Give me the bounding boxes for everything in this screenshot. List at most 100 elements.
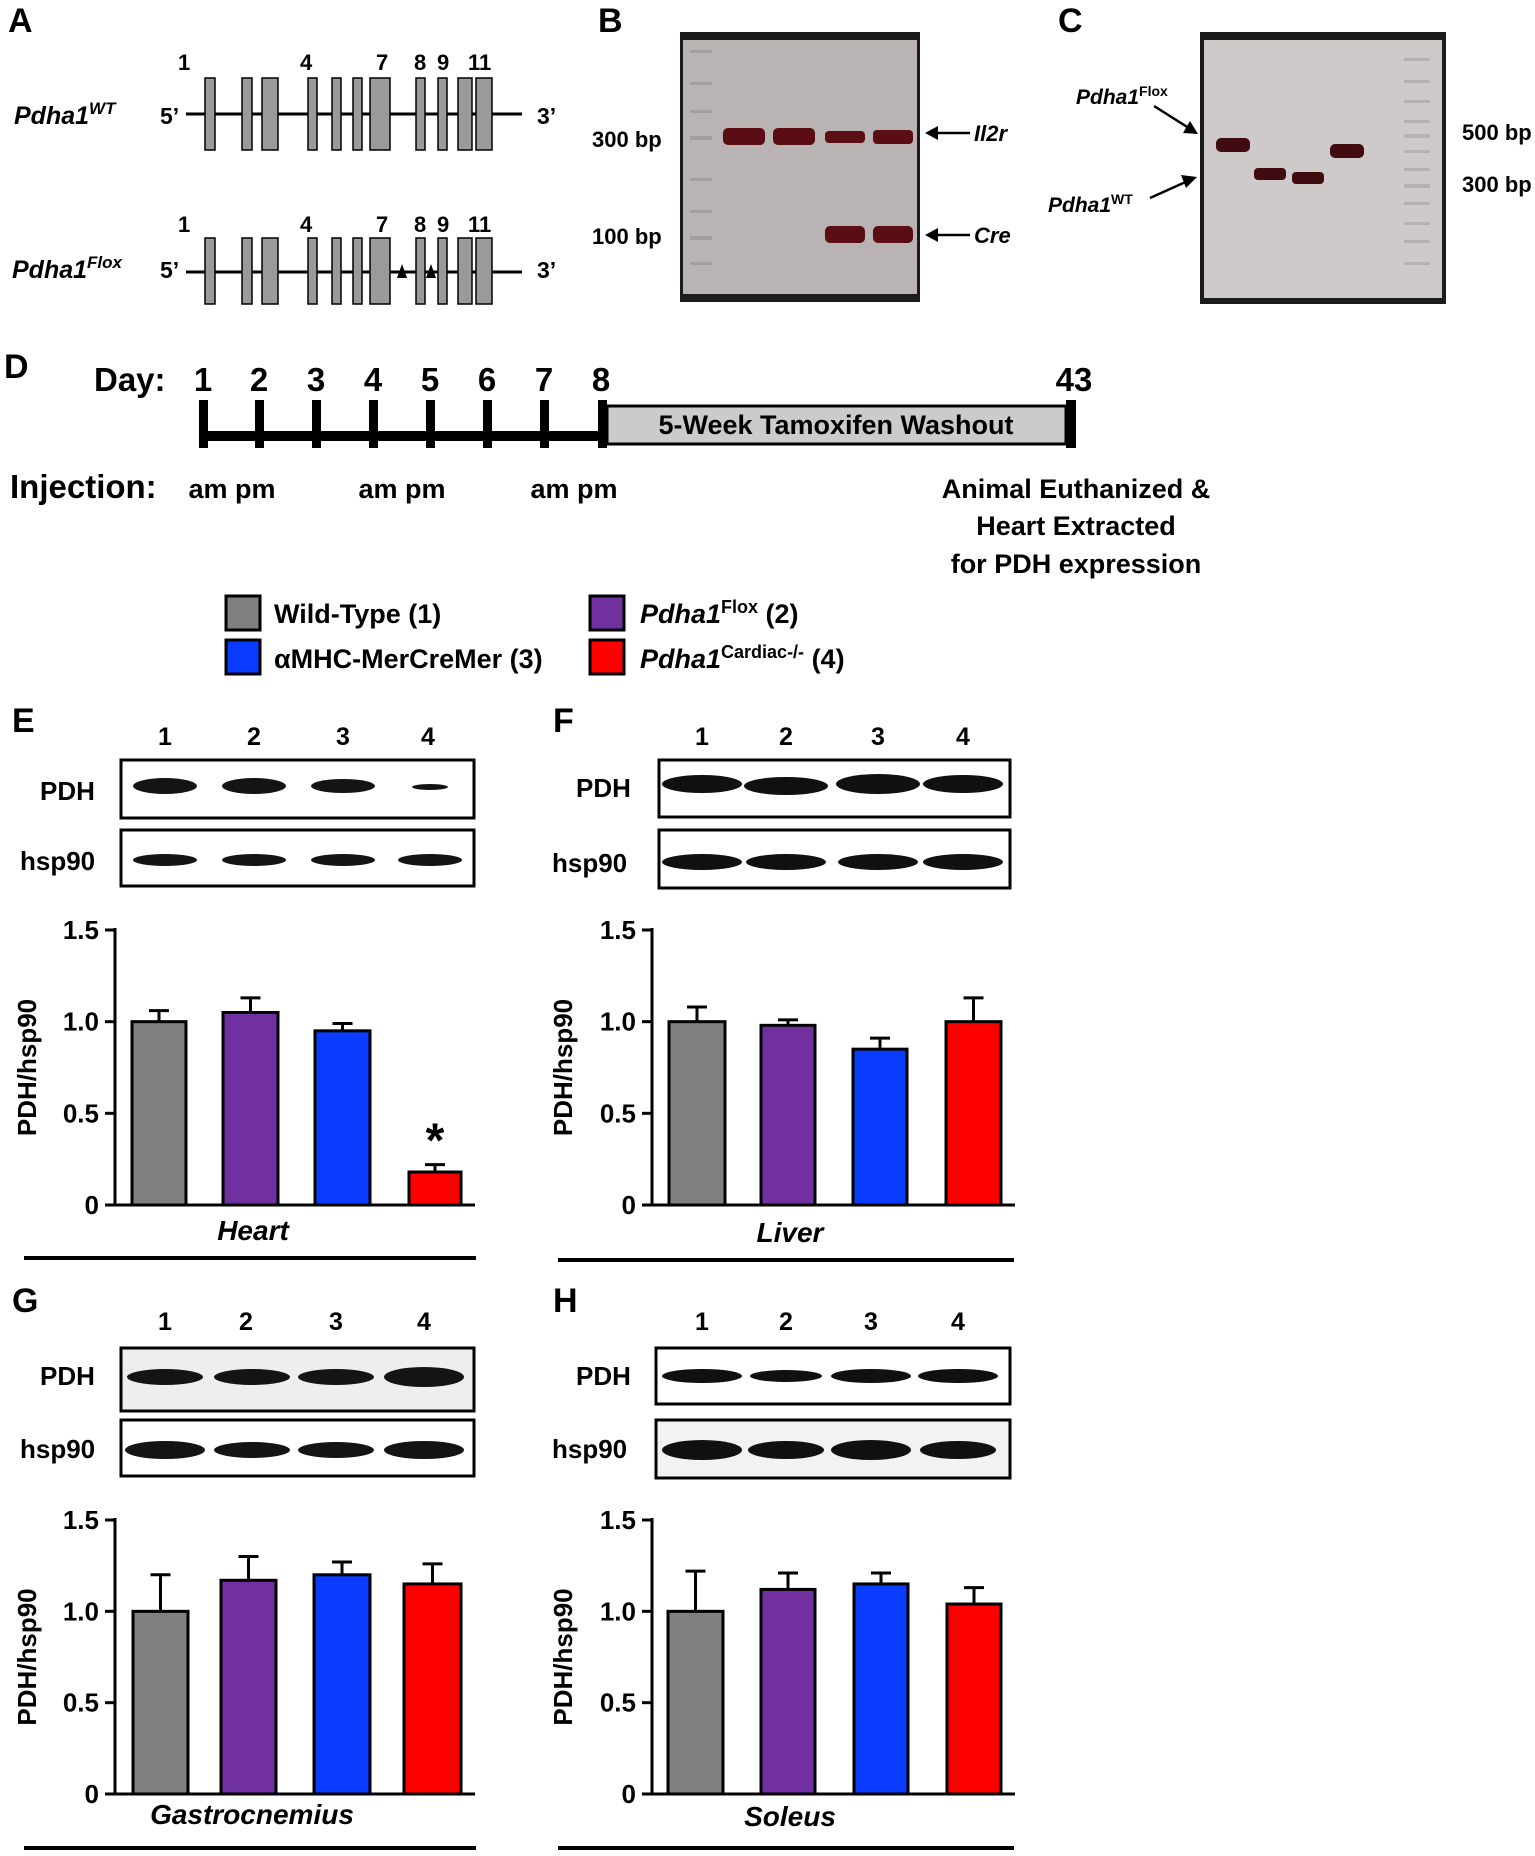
lane-number: 4 [417, 1308, 431, 1336]
exon-number: 7 [376, 212, 388, 237]
panel-f-western-blot: 1 2 3 4 PDH hsp90 [552, 723, 1012, 890]
legend-swatch [224, 594, 262, 632]
y-tick-label: 1.5 [600, 915, 636, 945]
lane-number: 3 [864, 1308, 878, 1336]
bar-2 [759, 1587, 817, 1796]
gel-bands [723, 128, 913, 243]
tissue-label: Heart [217, 1215, 290, 1246]
day-number: 1 [194, 361, 212, 398]
day-number: 4 [364, 361, 383, 398]
exon-number: 4 [300, 50, 313, 75]
lane-number: 3 [336, 723, 350, 751]
panel-letter-g: G [12, 1282, 38, 1320]
size-marker-100bp: 100 bp [592, 224, 662, 249]
y-tick-label: 1.0 [63, 1007, 99, 1037]
blot-bands [125, 1367, 464, 1459]
exon [204, 237, 216, 305]
day-number: 7 [535, 361, 553, 398]
exon-number: 1 [178, 50, 190, 75]
arrow-icon [1153, 104, 1193, 132]
timeline-bar [199, 431, 607, 441]
bar-2 [759, 1023, 817, 1207]
day-number: 43 [1056, 361, 1093, 398]
il2r-label: Il2r [974, 121, 1008, 146]
il2r-band [723, 128, 765, 145]
y-tick-label: 0 [622, 1779, 636, 1809]
size-marker-300bp: 300 bp [1462, 172, 1532, 197]
pdh-blot-label: PDH [40, 776, 95, 806]
lane-number: 4 [951, 1308, 965, 1336]
panel-letter-e: E [12, 702, 35, 740]
bar-3 [852, 1582, 910, 1796]
exon [204, 77, 216, 151]
injection-times: am pm [530, 474, 617, 504]
blot-bands [662, 774, 1003, 870]
exon [457, 237, 473, 305]
panel-letter-b: B [598, 2, 623, 40]
hsp90-blot-label: hsp90 [20, 846, 95, 876]
size-marker-300bp: 300 bp [592, 127, 662, 152]
lane-number: 3 [871, 723, 885, 751]
exon [241, 237, 253, 305]
day-number: 8 [592, 361, 610, 398]
exon-number: 11 [468, 50, 491, 75]
panel-letter-d: D [4, 348, 29, 386]
wt-allele-label: Pdha1WT [14, 99, 117, 130]
bar-4 [402, 1582, 463, 1796]
exon-number: 11 [468, 212, 491, 237]
legend: Wild-Type (1) Pdha1Flox (2) αMHC-MerCreM… [224, 594, 845, 676]
tissue-label: Liver [757, 1217, 826, 1248]
panel-letter-a: A [8, 2, 33, 40]
flox-exons [204, 237, 493, 305]
injection-times: am pm [188, 474, 275, 504]
bar-1 [131, 1609, 190, 1796]
panel-letter-c: C [1058, 2, 1083, 40]
exon [307, 237, 318, 305]
hsp90-blot-label: hsp90 [552, 1434, 627, 1464]
flox-band [1216, 138, 1250, 152]
bar-3 [312, 1573, 372, 1796]
blot-bands [133, 778, 462, 866]
lane-number: 2 [779, 723, 793, 751]
exon [307, 77, 318, 151]
day-number: 3 [307, 361, 325, 398]
exon-number: 9 [437, 212, 449, 237]
panel-e-western-blot: 1 2 3 4 PDH hsp90 [20, 723, 476, 888]
legend-swatch [588, 594, 626, 632]
endpoint-line: Heart Extracted [976, 511, 1176, 541]
significance-asterisk: * [426, 1115, 445, 1168]
exon [475, 77, 493, 151]
y-axis-label: PDH/hsp90 [12, 1588, 42, 1725]
washout-box [605, 404, 1068, 446]
y-tick-label: 1.5 [600, 1505, 636, 1535]
exon [241, 77, 253, 151]
y-tick-label: 1.5 [63, 915, 99, 945]
bar-4 [407, 1170, 463, 1207]
y-axis-label: PDH/hsp90 [548, 1588, 578, 1725]
y-tick-label: 0 [85, 1190, 99, 1220]
exon [352, 237, 363, 305]
lane-number: 2 [247, 723, 261, 751]
day-number: 6 [478, 361, 496, 398]
y-tick-label: 0 [85, 1779, 99, 1809]
exon [369, 237, 391, 305]
injection-times: am pm [358, 474, 445, 504]
tissue-label: Soleus [744, 1801, 836, 1832]
panel-b-gel: 300 bp 100 bp Il2r Cre [592, 32, 1011, 302]
pdh-blot-label: PDH [576, 1361, 631, 1391]
blot-bands [662, 1369, 998, 1460]
arrow-head-icon [1181, 175, 1197, 188]
wt-band-label: Pdha1WT [1048, 191, 1133, 217]
three-prime-label: 3’ [537, 257, 556, 283]
exon-number: 4 [300, 212, 313, 237]
hsp90-blot-label: hsp90 [20, 1434, 95, 1464]
flox-band [1330, 144, 1364, 158]
bar-4 [944, 1020, 1003, 1207]
panel-c-gel: Pdha1Flox Pdha1WT 500 bp 300 bp [1048, 32, 1532, 304]
y-axis-label: PDH/hsp90 [548, 999, 578, 1136]
tissue-label: Gastrocnemius [150, 1799, 354, 1830]
five-prime-label: 5’ [160, 103, 179, 129]
